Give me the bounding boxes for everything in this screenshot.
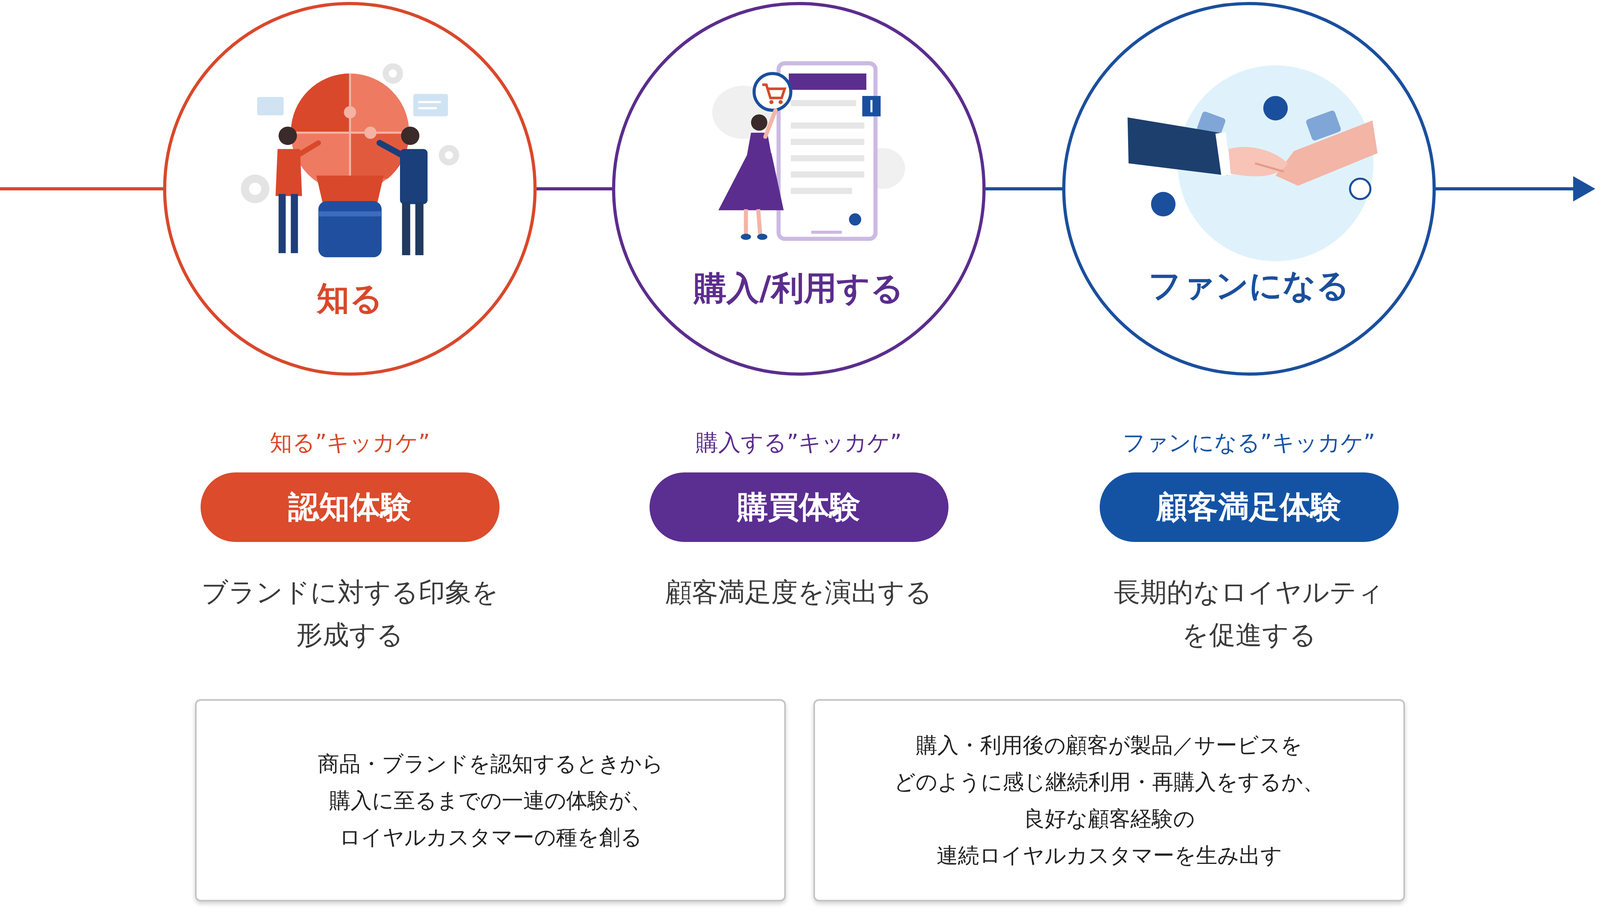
handshake-illustration xyxy=(1127,65,1378,262)
timeline-line xyxy=(0,187,164,191)
timeline-line xyxy=(1435,187,1576,191)
stage-circle: ファンになる xyxy=(1062,1,1436,376)
note-box: 商品・ブランドを認知するときから 購入に至るまでの一連の体験が、 ロイヤルカスタ… xyxy=(195,698,786,902)
timeline-connector xyxy=(536,187,613,191)
pill-shape: 認知体験 xyxy=(200,472,500,542)
description-text: 長期的なロイヤルティ を促進する xyxy=(1071,570,1427,656)
circle-outline xyxy=(612,1,986,376)
experience-pill: ファンになる”キッカケ” 顧客満足体験 xyxy=(1099,422,1399,542)
pill-label: 認知体験 xyxy=(288,486,412,528)
timeline-arrowhead xyxy=(1573,176,1596,202)
timeline-connector xyxy=(985,187,1063,191)
stage-circle: 購入/利用する xyxy=(612,1,986,376)
stage-label: ファンになる xyxy=(1062,263,1436,308)
stage-label: 知る xyxy=(163,276,537,322)
note-text: 購入・利用後の顧客が製品／サービスを どのように感じ継続利用・再購入をするか、 … xyxy=(882,726,1337,874)
circle-outline xyxy=(163,1,537,376)
experience-pill: 知る”キッカケ” 認知体験 xyxy=(200,422,500,542)
circle-outline xyxy=(1063,3,1435,374)
lightbulb-illustration xyxy=(240,63,460,258)
note-text: 商品・ブランドを認知するときから 購入に至るまでの一連の体験が、 ロイヤルカスタ… xyxy=(263,745,718,856)
trigger-heading: 知る”キッカケ” xyxy=(200,427,500,459)
shopping-illustration xyxy=(712,63,906,240)
note-box: 購入・利用後の顧客が製品／サービスを どのように感じ継続利用・再購入をするか、 … xyxy=(813,698,1405,902)
circle-outline xyxy=(164,3,536,374)
trigger-heading: 購入する”キッカケ” xyxy=(649,427,949,459)
pill-shape: 顧客満足体験 xyxy=(1099,472,1399,542)
circle-outline xyxy=(1062,1,1436,376)
pill-label: 購買体験 xyxy=(737,486,861,528)
experience-pill: 購入する”キッカケ” 購買体験 xyxy=(649,422,949,542)
stage-circle: 知る xyxy=(163,1,537,376)
pill-label: 顧客満足体験 xyxy=(1156,486,1342,528)
stage-label: 購入/利用する xyxy=(612,266,986,311)
description-text: ブランドに対する印象を 形成する xyxy=(172,570,528,656)
pill-shape: 購買体験 xyxy=(649,472,949,542)
trigger-heading: ファンになる”キッカケ” xyxy=(1099,427,1399,459)
circle-outline xyxy=(613,3,985,374)
description-text: 顧客満足度を演出する xyxy=(621,570,977,614)
